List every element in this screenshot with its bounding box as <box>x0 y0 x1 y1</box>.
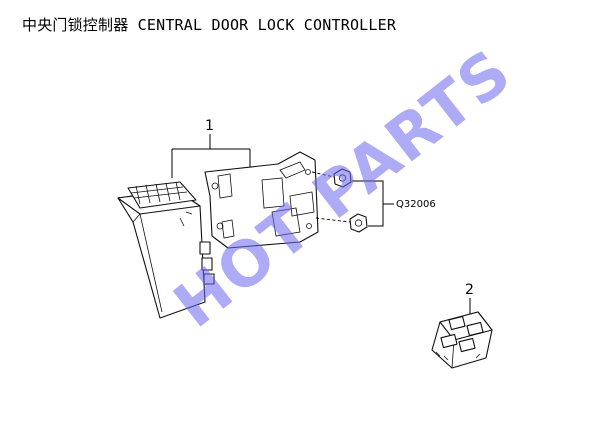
ref-bracket <box>352 180 394 227</box>
mounting-bracket <box>204 151 319 249</box>
nut-upper <box>333 168 352 188</box>
ref-code-label: Q32006 <box>396 199 436 210</box>
page-title: 中央门锁控制器 CENTRAL DOOR LOCK CONTROLLER <box>22 16 397 34</box>
callout-number-1: 1 <box>205 118 214 134</box>
controller-module <box>117 181 215 319</box>
callout-number-2: 2 <box>465 282 474 298</box>
nut-lower-axis <box>315 217 351 223</box>
callout-bracket-1 <box>171 134 251 178</box>
nut-upper-axis <box>311 171 335 178</box>
switch-module <box>431 311 493 369</box>
nut-lower <box>349 213 368 233</box>
